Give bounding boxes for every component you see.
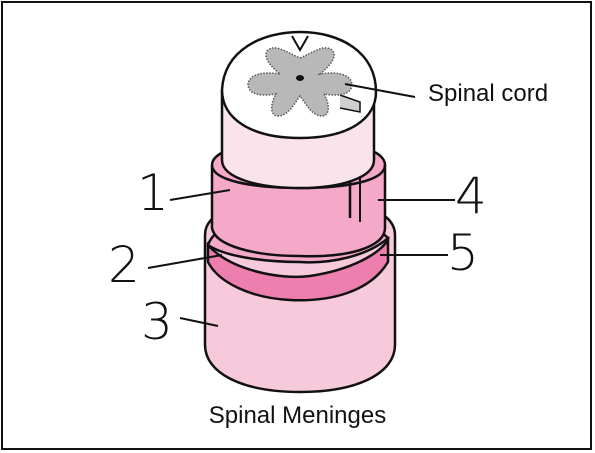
label-layer-4: 4 <box>455 167 487 225</box>
leader-lines <box>147 83 455 327</box>
leader-line-3 <box>179 317 219 327</box>
label-layer-5: 5 <box>447 224 479 282</box>
label-layer-2: 2 <box>108 236 140 294</box>
spinal-cord-cylinder <box>220 30 378 190</box>
label-layer-1: 1 <box>137 164 169 222</box>
leader-line-2 <box>147 254 223 269</box>
diagram-caption: Spinal Meninges <box>208 402 387 429</box>
grey-matter <box>247 47 353 117</box>
leader-line-1 <box>169 189 231 201</box>
label-layer-3: 3 <box>141 293 173 351</box>
label-spinal-cord: Spinal cord <box>428 80 549 107</box>
leader-line-spinal-cord <box>344 83 416 98</box>
